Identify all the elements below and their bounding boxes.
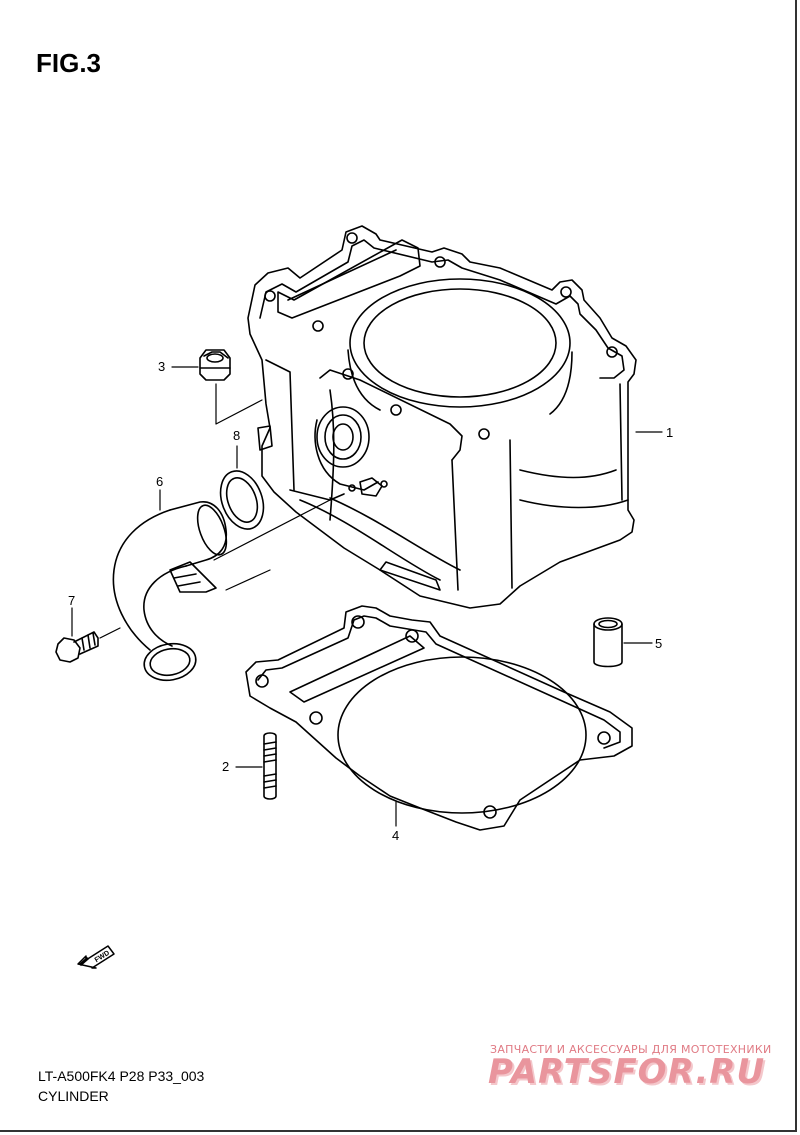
watermark-logo: PARTSFOR.RU (488, 1052, 766, 1092)
bolt-part-7 (55, 631, 99, 663)
nut-part-3 (199, 349, 231, 381)
stud-bolt-part-2 (263, 732, 277, 800)
callout-label-7: 7 (68, 593, 76, 608)
callout-label-4: 4 (392, 828, 400, 843)
callout-label-3: 3 (158, 359, 166, 374)
figure-title: FIG.3 (36, 48, 102, 78)
callout-label-1: 1 (666, 425, 674, 440)
callout-label-6: 6 (156, 474, 164, 489)
o-ring-part-8 (219, 470, 265, 530)
callout-label-8: 8 (233, 428, 241, 443)
section-name: CYLINDER (38, 1088, 109, 1104)
forward-arrow-icon: FWD (77, 945, 115, 969)
intake-pipe-part-6 (112, 501, 228, 682)
cylinder-block (247, 225, 637, 609)
callout-label-5: 5 (655, 636, 663, 651)
callout-label-2: 2 (222, 759, 230, 774)
dowel-pin-part-5 (593, 617, 623, 668)
model-code: LT-A500FK4 P28 P33_003 (38, 1068, 205, 1084)
watermark-tagline: ЗАПЧАСТИ И АКСЕССУАРЫ ДЛЯ МОТОТЕХНИКИ (490, 1043, 772, 1056)
base-gasket-part-4 (245, 605, 633, 831)
